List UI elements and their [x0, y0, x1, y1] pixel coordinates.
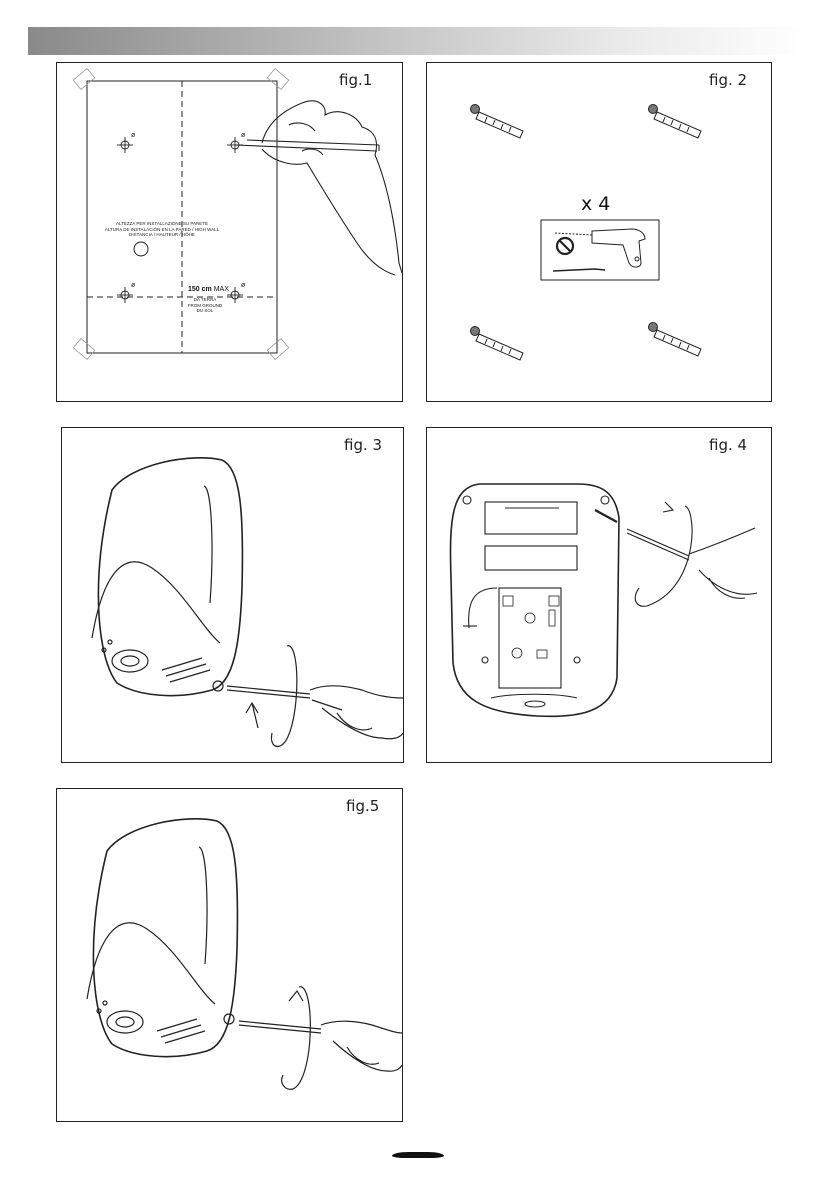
floor-line: DU SOL: [185, 308, 225, 314]
dryer-reassemble-drawing: [57, 789, 402, 1121]
floor-reference: DA TERRA FROM GROUND DU SOL: [185, 297, 225, 314]
hole-mark: ø: [241, 133, 245, 139]
no-hammer-icon: [557, 238, 573, 254]
quantity-multiplier: x 4: [581, 193, 610, 215]
template-line: ALTEZZA PER INSTALLAZIONE SU PARETE: [97, 221, 227, 227]
figure-2-panel: fig. 2 x 4: [426, 62, 772, 402]
figure-1-panel: fig.1 ALTEZZ: [56, 62, 403, 402]
hole-crosshair: [117, 137, 243, 303]
max-height-label: 150 cm MAX: [188, 286, 229, 293]
wall-plug-icon: [471, 327, 524, 361]
dryer-open-drawing: [427, 428, 771, 762]
height-suffix: MAX: [214, 286, 229, 293]
wall-plug-icon: [649, 105, 702, 139]
wall-plugs-drawing: [427, 63, 771, 401]
template-line: DISTANCIA / HAUTEUR / HÖHE: [97, 232, 227, 238]
template-instructions: ALTEZZA PER INSTALLAZIONE SU PARETE ALTU…: [97, 221, 227, 238]
dryer-cover-screw-drawing: [62, 428, 403, 762]
header-band: [28, 27, 808, 55]
hole-mark: ø: [131, 133, 135, 139]
wall-plug-icon: [649, 323, 702, 357]
height-value: 150 cm: [188, 286, 212, 293]
hole-mark: ø: [131, 283, 135, 289]
figure-5-panel: fig.5: [56, 788, 403, 1122]
figure-4-panel: fig. 4: [426, 427, 772, 763]
page-footer-mark: [392, 1152, 444, 1158]
wall-plug-icon: [471, 105, 524, 139]
hole-mark: ø: [241, 283, 245, 289]
figure-3-panel: fig. 3: [61, 427, 404, 763]
